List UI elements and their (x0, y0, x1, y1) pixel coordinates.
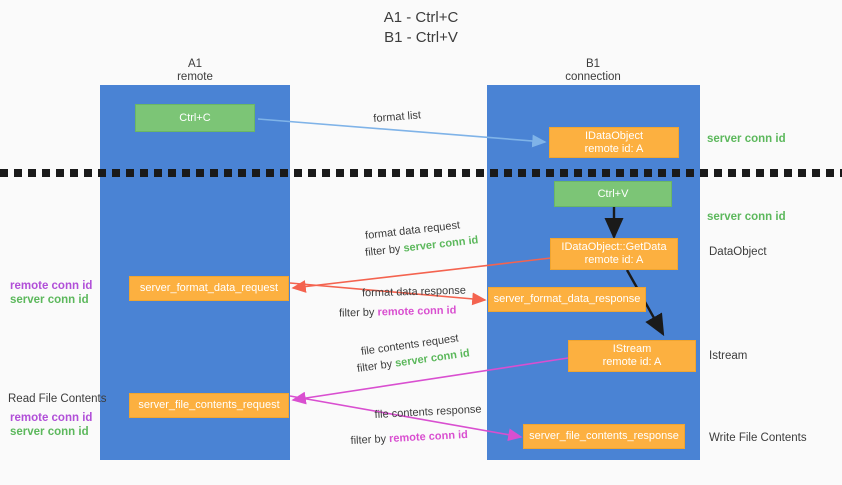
box-ctrl-v[interactable]: Ctrl+V (554, 181, 672, 207)
right-label-server-conn-mid: server conn id (707, 211, 786, 223)
left-label-read-file-contents: Read File Contents (8, 393, 107, 405)
column-a1-sub: remote (177, 71, 213, 83)
left-label-server-conn-1: server conn id (10, 294, 89, 306)
box-server-format-data-response[interactable]: server_format_data_response (488, 287, 646, 312)
column-header-b1: B1 connection (513, 58, 673, 84)
filter-prefix: filter by (350, 433, 390, 448)
box-istream-line2: remote id: A (602, 356, 662, 368)
column-b1-sub: connection (565, 71, 621, 83)
box-ctrl-c-label: Ctrl+C (179, 111, 211, 124)
box-server-file-contents-response[interactable]: server_file_contents_response (523, 424, 685, 449)
diagram-title: A1 - Ctrl+C B1 - Ctrl+V (0, 8, 842, 48)
box-istream[interactable]: IStream remote id: A (568, 340, 696, 372)
box-ole-set-clipboard-line2: remote id: A (584, 142, 644, 155)
right-label-istream: Istream (709, 350, 748, 362)
arrow-file-contents-response (289, 395, 523, 442)
box-server-format-data-request[interactable]: server_format_data_request (129, 276, 289, 301)
right-label-data-object: DataObject (709, 246, 767, 258)
arrow-format-data-response (289, 282, 487, 306)
title-line-1: A1 - Ctrl+C (383, 9, 459, 26)
box-server-format-data-response-label: server_format_data_response (493, 293, 641, 305)
filter-value-remote-conn: remote conn id (377, 304, 457, 319)
box-server-file-contents-request-label: server_file_contents_request (138, 399, 280, 411)
box-getdata-line1: IDataObject::GetData (561, 241, 667, 253)
left-label-remote-conn-2: remote conn id (10, 412, 93, 424)
left-label-remote-conn-1: remote conn id (10, 280, 93, 292)
box-idataobject-getdata[interactable]: IDataObject::GetData remote id: A (550, 238, 678, 270)
box-server-format-data-request-label: server_format_data_request (139, 282, 279, 294)
phase-divider (0, 169, 842, 177)
column-a1-name: A1 (187, 58, 203, 70)
box-ole-set-clipboard-line1: IDataObject (584, 129, 644, 142)
arrow-format-data-request (291, 257, 552, 293)
box-ctrl-v-label: Ctrl+V (597, 187, 629, 200)
title-line-2: B1 - Ctrl+V (384, 29, 458, 46)
box-getdata-line2: remote id: A (584, 254, 644, 266)
column-b1-name: B1 (585, 58, 601, 70)
filter-prefix: filter by (338, 306, 378, 320)
column-header-a1: A1 remote (115, 58, 275, 84)
arrow-format-list (257, 118, 547, 148)
box-istream-line1: IStream (612, 343, 652, 355)
right-label-write-file-contents: Write File Contents (709, 432, 807, 444)
left-label-server-conn-2: server conn id (10, 426, 89, 438)
right-label-server-conn-top: server conn id (707, 133, 786, 145)
box-ctrl-c[interactable]: Ctrl+C (135, 104, 255, 132)
box-server-file-contents-request[interactable]: server_file_contents_request (129, 393, 289, 418)
arrow-file-contents-request (291, 357, 569, 405)
box-server-file-contents-response-label: server_file_contents_response (529, 430, 679, 442)
arrow-label-format-data-response: format data response (361, 284, 467, 300)
box-ole-set-clipboard[interactable]: IDataObject remote id: A (549, 127, 679, 158)
